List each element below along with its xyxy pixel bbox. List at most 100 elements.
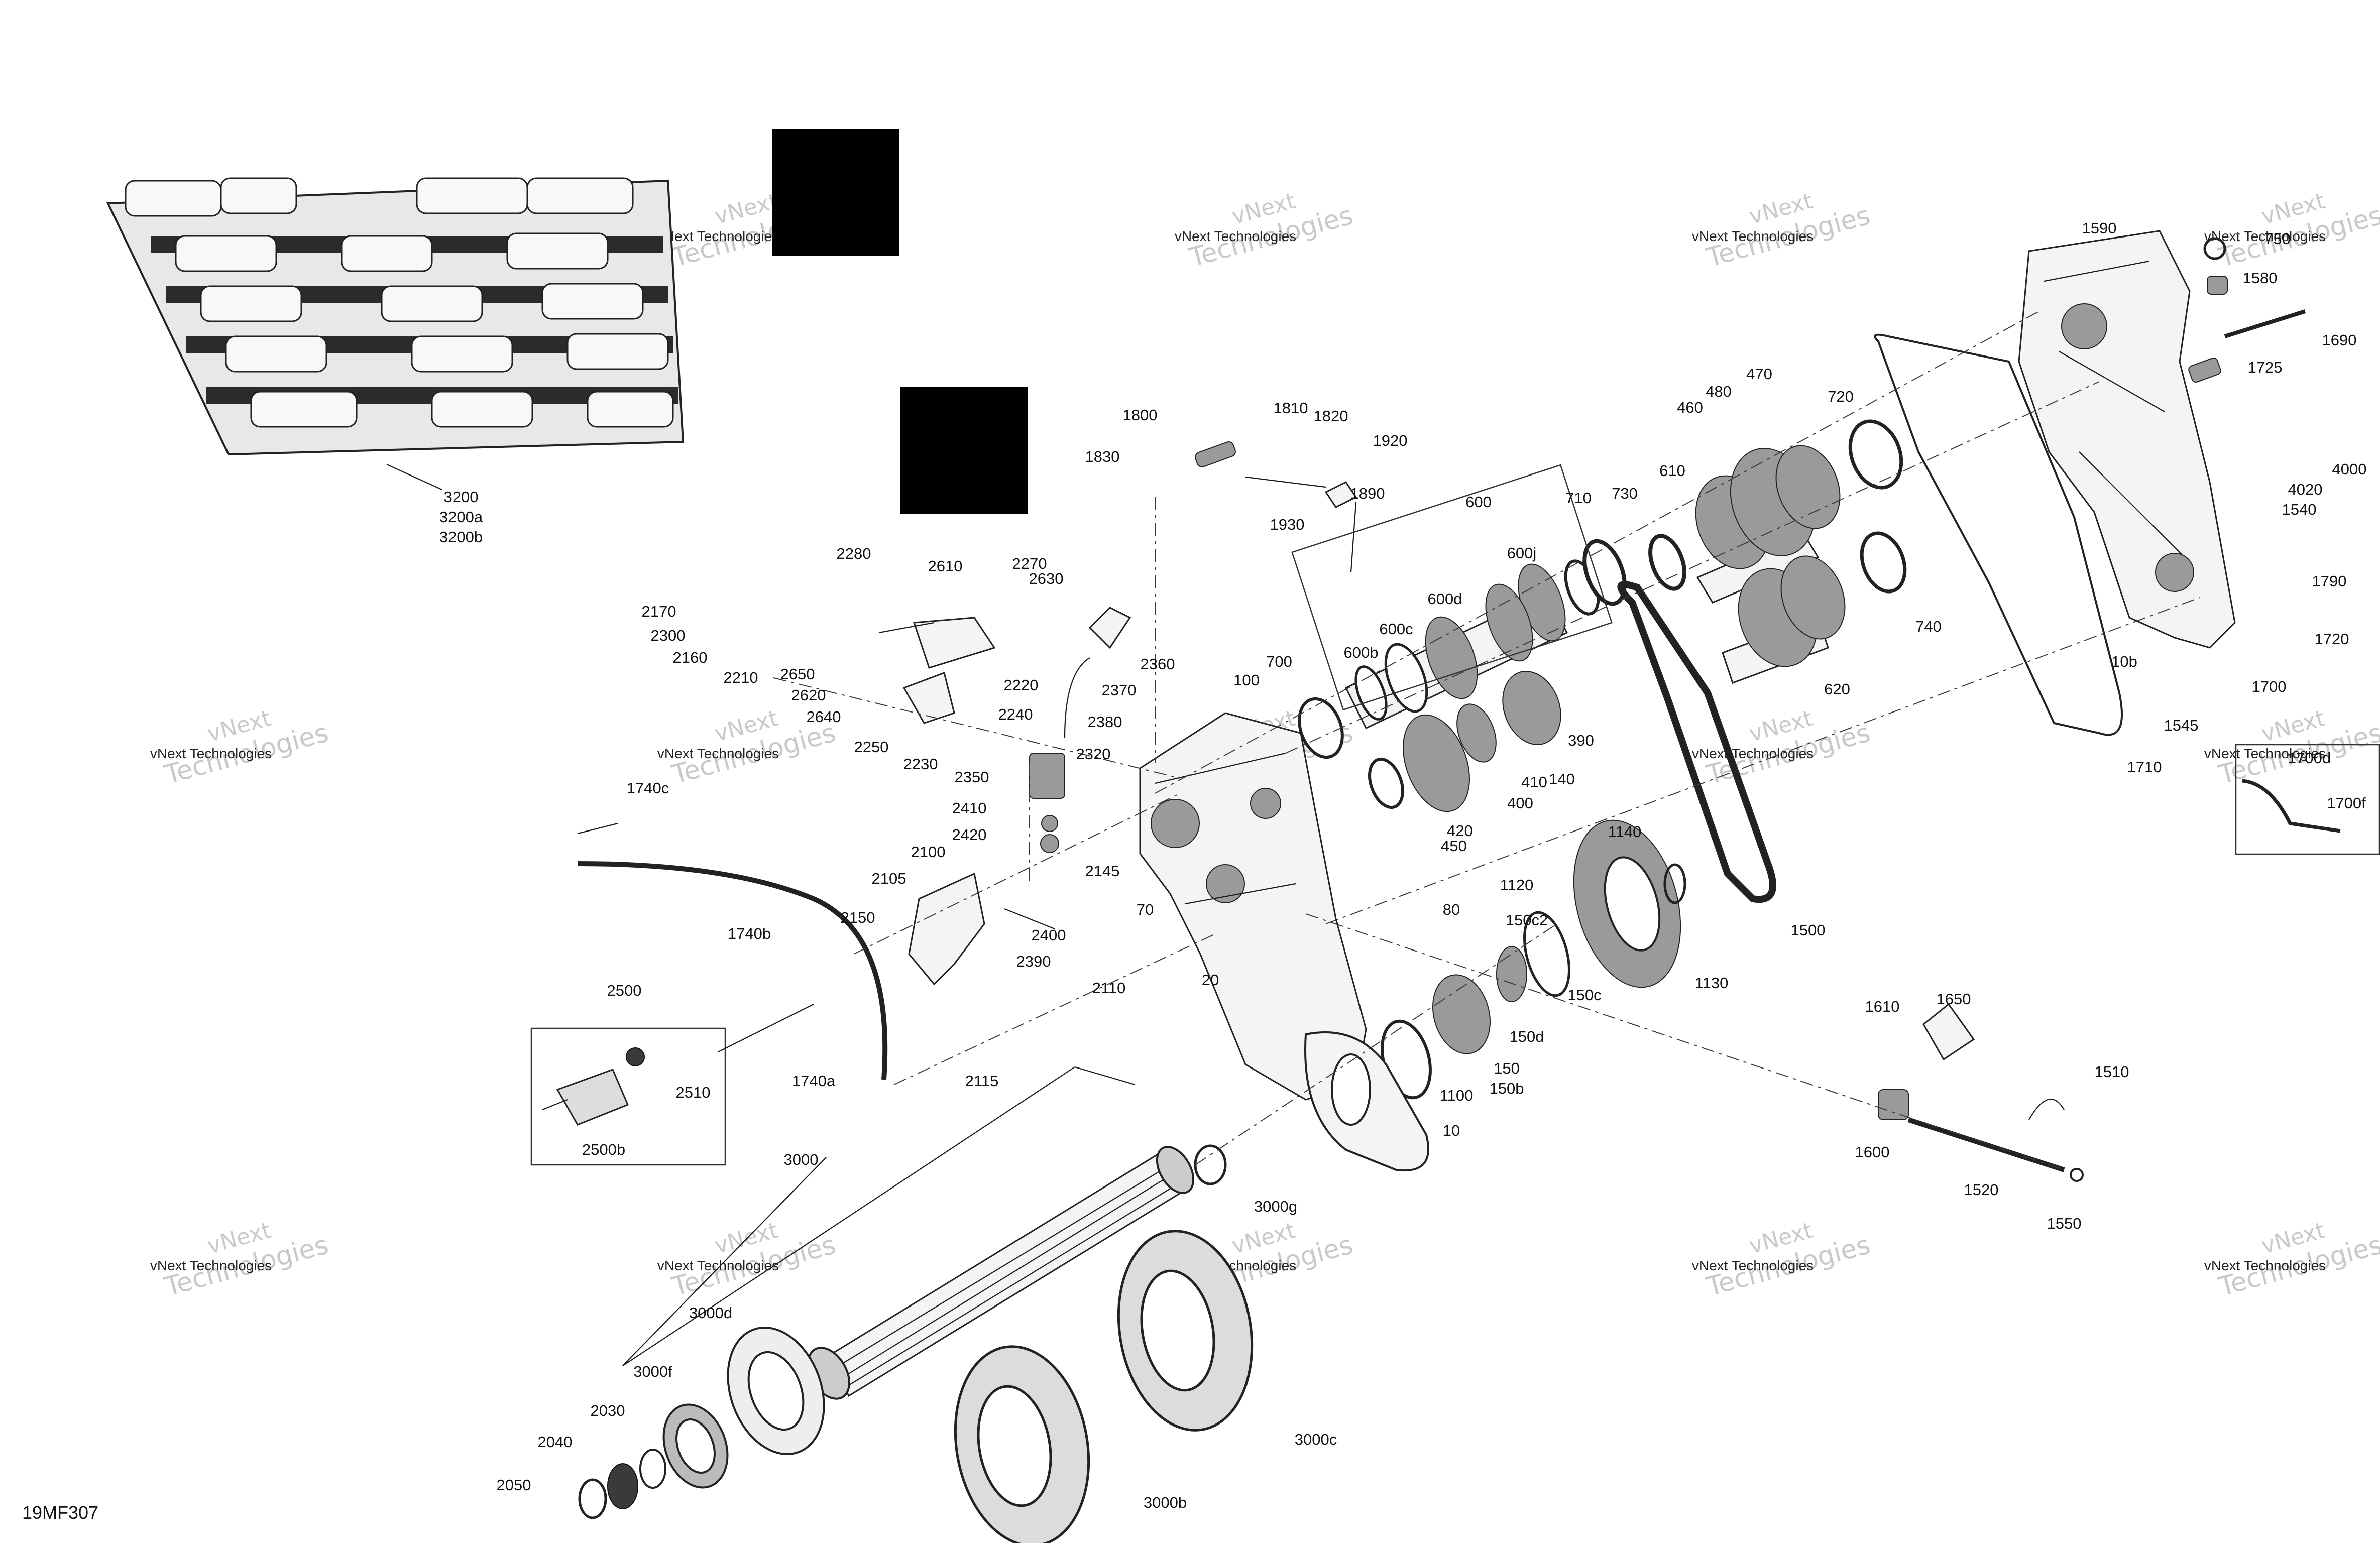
- callout-2230: 2230: [903, 755, 938, 773]
- callout-2250: 2250: [854, 738, 889, 756]
- callout-3000b: 3000b: [1144, 1494, 1187, 1511]
- callout-4020: 4020: [2288, 481, 2323, 498]
- callout-2170: 2170: [642, 603, 676, 620]
- callout-2360: 2360: [1141, 655, 1175, 673]
- callout-620: 620: [1824, 680, 1850, 698]
- watermark-caption: vNext Technologies: [1692, 1258, 1814, 1273]
- callout-3200b: 3200b: [439, 528, 483, 546]
- callout-1820: 1820: [1314, 407, 1348, 425]
- callout-2650: 2650: [780, 665, 815, 683]
- callout-20: 20: [1202, 971, 1219, 989]
- callout-1800: 1800: [1123, 406, 1158, 424]
- callout-1140: 1140: [1608, 823, 1642, 841]
- callout-1540: 1540: [2282, 501, 2317, 518]
- callout-140: 140: [1549, 770, 1575, 788]
- callout-2240: 2240: [998, 705, 1033, 723]
- callout-2105: 2105: [872, 870, 906, 887]
- callout-750: 750: [2264, 230, 2291, 248]
- callout-400: 400: [1507, 794, 1533, 812]
- callout-1545: 1545: [2164, 717, 2199, 734]
- callout-1520: 1520: [1964, 1181, 1999, 1199]
- callout-720: 720: [1828, 388, 1854, 405]
- callout-1590: 1590: [2082, 219, 2117, 237]
- callout-2040: 2040: [538, 1433, 573, 1451]
- callout-600: 600: [1465, 493, 1492, 511]
- diagram-code: 19MF307: [22, 1502, 99, 1523]
- callout-80: 80: [1443, 901, 1460, 918]
- callout-730: 730: [1612, 485, 1638, 502]
- callout-2210: 2210: [724, 669, 758, 686]
- callout-710: 710: [1565, 489, 1592, 507]
- callout-600b: 600b: [1344, 644, 1379, 661]
- redaction-block: [772, 129, 899, 256]
- callout-1130: 1130: [1695, 974, 1729, 992]
- watermark-caption: vNext Technologies: [2204, 228, 2326, 244]
- callout-2500b: 2500b: [582, 1141, 625, 1158]
- callout-3000d: 3000d: [689, 1304, 732, 1322]
- callout-2270: 2270: [1012, 555, 1047, 572]
- callout-1650: 1650: [1937, 990, 1971, 1008]
- watermark-caption: vNext Technologies: [150, 1258, 272, 1273]
- callout-2630: 2630: [1029, 570, 1064, 587]
- inset-box-2500: [530, 1027, 726, 1166]
- callout-700: 700: [1266, 653, 1292, 670]
- callout-1740c: 1740c: [627, 779, 669, 797]
- watermark-caption: vNext Technologies: [2204, 746, 2326, 761]
- watermark-caption: vNext Technologies: [150, 746, 272, 761]
- callout-4000: 4000: [2332, 460, 2367, 478]
- callout-420: 420: [1447, 822, 1473, 840]
- callout-2150: 2150: [841, 909, 875, 926]
- callout-3000: 3000: [784, 1151, 819, 1168]
- callout-2620: 2620: [791, 686, 826, 704]
- callout-1790: 1790: [2312, 572, 2347, 590]
- callout-2640: 2640: [807, 708, 841, 726]
- drive-belt: [1617, 581, 1776, 903]
- callout-740: 740: [1915, 618, 1942, 635]
- callout-2350: 2350: [955, 768, 989, 786]
- callout-2420: 2420: [952, 826, 987, 844]
- callout-2400: 2400: [1032, 926, 1066, 944]
- callout-1610: 1610: [1865, 998, 1900, 1015]
- callout-1740b: 1740b: [728, 925, 771, 942]
- callout-3200: 3200: [444, 488, 479, 506]
- assembly-axes: [773, 311, 2200, 1170]
- callout-470: 470: [1746, 365, 1772, 383]
- callout-3000f: 3000f: [633, 1363, 672, 1380]
- callout-1700d: 1700d: [2288, 749, 2331, 767]
- callout-480: 480: [1706, 383, 1732, 400]
- mount-bracket: [908, 872, 985, 986]
- transmission-cover: [1874, 230, 2306, 736]
- callout-600c: 600c: [1379, 620, 1413, 638]
- inset-box-1700d: [2235, 744, 2380, 855]
- callout-2610: 2610: [928, 557, 963, 575]
- callout-410: 410: [1521, 773, 1547, 791]
- shift-linkage: [878, 441, 1357, 853]
- callout-150b: 150b: [1490, 1080, 1524, 1097]
- callout-150d: 150d: [1510, 1028, 1544, 1045]
- callout-2410: 2410: [952, 799, 987, 817]
- watermark-caption: vNext Technologies: [657, 1258, 779, 1273]
- watermark-caption: vNext Technologies: [1175, 228, 1296, 244]
- transmission-housing: [1139, 712, 1429, 1172]
- callout-1700f: 1700f: [2327, 794, 2366, 812]
- callout-3000g: 3000g: [1254, 1198, 1297, 1215]
- watermark-caption: vNext Technologies: [2204, 1258, 2326, 1273]
- watermark-caption: vNext Technologies: [1692, 228, 1814, 244]
- drive-axle: [578, 1144, 1227, 1519]
- shift-drum-parts: [1878, 1003, 2084, 1182]
- watermark-caption: vNext Technologies: [1692, 746, 1814, 761]
- gear-train: [1298, 419, 1907, 1100]
- callout-2280: 2280: [837, 545, 871, 562]
- callout-1600: 1600: [1855, 1143, 1890, 1161]
- callout-1500: 1500: [1791, 921, 1826, 939]
- callout-1720: 1720: [2315, 630, 2349, 648]
